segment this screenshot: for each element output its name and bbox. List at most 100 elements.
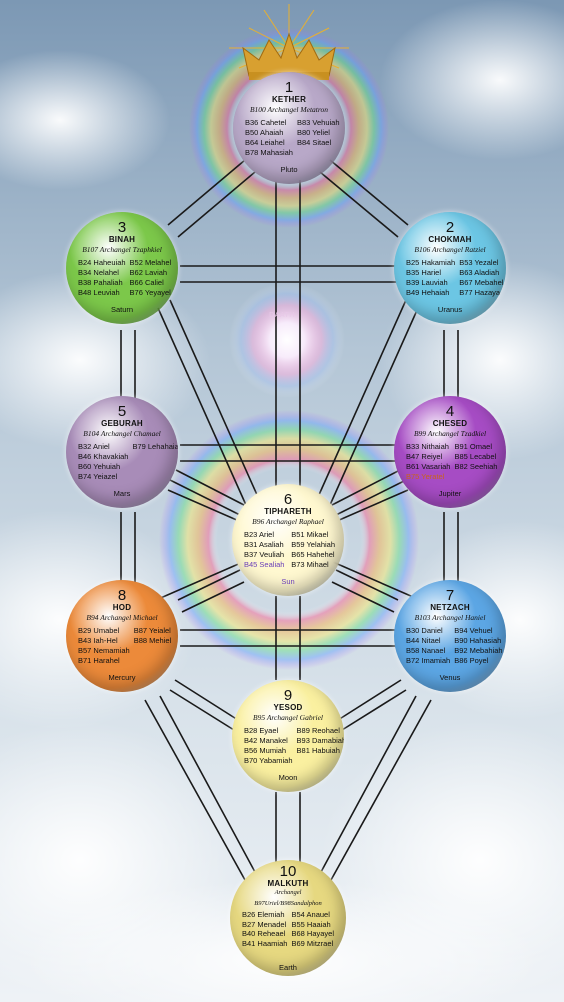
sephirah-archangel: B99 Archangel Tzadkiel bbox=[413, 429, 487, 438]
angel-name: B52 Melahel bbox=[129, 258, 172, 267]
angel-name: B48 Leuviah bbox=[78, 288, 120, 297]
angel-name: B64 Leiahel bbox=[245, 138, 285, 147]
sephirah-planet: Mercury bbox=[108, 673, 136, 682]
angel-name bbox=[134, 656, 172, 666]
sephirah-planet: Moon bbox=[278, 773, 298, 782]
angel-name: B41 Haamiah bbox=[242, 938, 288, 948]
sephirah-name: YESOD bbox=[273, 703, 303, 712]
angel-name: B29 Umabel bbox=[78, 626, 120, 635]
angel-name bbox=[454, 472, 497, 482]
angel-name: B89 Reohael bbox=[296, 726, 340, 735]
sephirah-name: GEBURAH bbox=[101, 419, 143, 428]
angel-name: B46 Khavakiah bbox=[78, 452, 129, 461]
angel-name: B24 Haheuiah bbox=[78, 258, 126, 267]
angel-name: B37 Veuliah bbox=[244, 550, 285, 559]
angel-name: B77 Hazayael bbox=[459, 288, 506, 297]
angel-name: B71 Harahel bbox=[78, 656, 120, 665]
sephirah-kether: 1 KETHER B100 Archangel Metatron B36 Cah… bbox=[233, 72, 345, 184]
angel-name bbox=[297, 148, 340, 158]
sephirah-archangel: B94 Archangel Michael bbox=[86, 613, 158, 622]
angel-name: B92 Mebahiah bbox=[454, 646, 503, 655]
angel-name: B94 Vehuel bbox=[454, 626, 493, 635]
angel-name: B31 Asaliah bbox=[244, 540, 284, 549]
sephirah-name: KETHER bbox=[271, 95, 307, 104]
sephirah-number: 9 bbox=[283, 687, 293, 704]
sephirah-number: 6 bbox=[283, 491, 293, 508]
sephirah-archangel: B104 Archangel Chamael bbox=[83, 429, 161, 438]
sephirah-archangel: B106 Archangel Ratziel bbox=[414, 245, 486, 254]
sephirah-name: TIPHARETH bbox=[264, 507, 312, 516]
angel-name: B91 Omael bbox=[454, 442, 493, 451]
angel-name: B49 Hehaiah bbox=[406, 288, 450, 297]
sephirah-number: 5 bbox=[117, 403, 127, 420]
angel-name: B67 Mebahel bbox=[459, 278, 504, 287]
angel-name: B27 Menadel bbox=[242, 919, 287, 929]
angel-name: B69 Mitzrael bbox=[291, 938, 334, 948]
angel-name: B40 Reheael bbox=[242, 929, 286, 938]
angel-name: B57 Nemamiah bbox=[78, 646, 130, 655]
angel-name: B45 Sealiah bbox=[244, 560, 285, 569]
sephirah-chokmah: 2 CHOKMAH B106 Archangel Ratziel B25 Hak… bbox=[394, 212, 506, 324]
angel-name: B47 Reiyel bbox=[406, 452, 443, 461]
angel-name: B68 Hayayel bbox=[291, 929, 335, 938]
angel-name: B93 Damabiah bbox=[296, 736, 344, 745]
sephirah-name: BINAH bbox=[108, 235, 136, 244]
angel-name: B55 Haaiah bbox=[291, 919, 331, 929]
angel-name: B65 Hahehel bbox=[291, 550, 335, 559]
angel-name: B42 Manakel bbox=[244, 736, 288, 745]
angel-name: B51 Mikael bbox=[291, 530, 329, 539]
angel-name: B32 Aniel bbox=[78, 442, 110, 451]
angel-name: B75 Yeratel bbox=[406, 472, 445, 481]
sephirah-planet: Venus bbox=[439, 673, 461, 682]
angel-name: B61 Vasariah bbox=[406, 462, 451, 471]
angel-name: B76 Yeyayel bbox=[129, 288, 171, 297]
angel-name: B23 Ariel bbox=[244, 530, 275, 539]
angel-name: B63 Aladiah bbox=[459, 268, 500, 277]
sephirah-planet: Pluto bbox=[280, 165, 298, 174]
sephirah-archangel: B103 Archangel Haniel bbox=[414, 613, 486, 622]
angel-name: B87 Yeialel bbox=[133, 626, 171, 635]
angel-name: B26 Elemiah bbox=[242, 910, 285, 919]
sephirah-number: 8 bbox=[117, 587, 127, 604]
angel-name: B84 Sitael bbox=[296, 138, 332, 147]
sephirah-chesed: 4 CHESED B99 Archangel Tzadkiel B33 Nith… bbox=[394, 396, 506, 508]
angel-name: B44 Nitael bbox=[406, 636, 441, 645]
angel-name: B36 Cahetel bbox=[245, 118, 287, 127]
sephirah-name: MALKUTH bbox=[267, 879, 309, 888]
sephirah-archangel: B107 Archangel Tzaphkiel bbox=[82, 245, 162, 254]
angel-name bbox=[134, 646, 172, 656]
angel-name: B85 Lecabel bbox=[454, 452, 497, 461]
angel-name: B62 Laviah bbox=[129, 268, 168, 277]
angel-name: B73 Mihael bbox=[291, 560, 329, 569]
sephirah-archangel: Archangel bbox=[274, 889, 302, 896]
angel-name: B53 Yezalel bbox=[459, 258, 499, 267]
sephirah-archangel: B95 Archangel Gabriel bbox=[253, 713, 323, 722]
daath-label: DAATH bbox=[269, 312, 295, 319]
angel-name: B79 Lehahaiah bbox=[132, 442, 178, 451]
sephirah-planet: Earth bbox=[279, 963, 297, 972]
sephirah-name: NETZACH bbox=[430, 603, 470, 612]
sephirah-planet: Saturn bbox=[110, 305, 134, 314]
sephirah-archangel: B96 Archangel Raphael bbox=[252, 517, 324, 526]
sephirah-netzach: 7 NETZACH B103 Archangel Haniel B30 Dani… bbox=[394, 580, 506, 692]
angel-name: B30 Daniel bbox=[406, 626, 443, 635]
angel-name: B54 Anauel bbox=[291, 910, 330, 919]
angel-name: B39 Lauviah bbox=[406, 278, 448, 287]
sephirah-number: 2 bbox=[445, 219, 455, 236]
angel-name: B90 Hahasiah bbox=[454, 636, 502, 645]
angel-name: B33 Nithaiah bbox=[406, 442, 449, 451]
angel-name bbox=[132, 462, 178, 472]
angel-name: B59 Yelahiah bbox=[291, 540, 335, 549]
sephirah-number: 3 bbox=[117, 219, 127, 236]
angel-name: B74 Yeiazel bbox=[78, 472, 118, 481]
angel-name: B28 Eyael bbox=[244, 726, 279, 735]
sephirah-number: 10 bbox=[279, 863, 297, 880]
sephirah-archangel: B100 Archangel Metatron bbox=[249, 105, 329, 114]
angel-name: B38 Pahaliah bbox=[78, 278, 123, 287]
sephirah-planet: Jupiter bbox=[438, 489, 462, 498]
